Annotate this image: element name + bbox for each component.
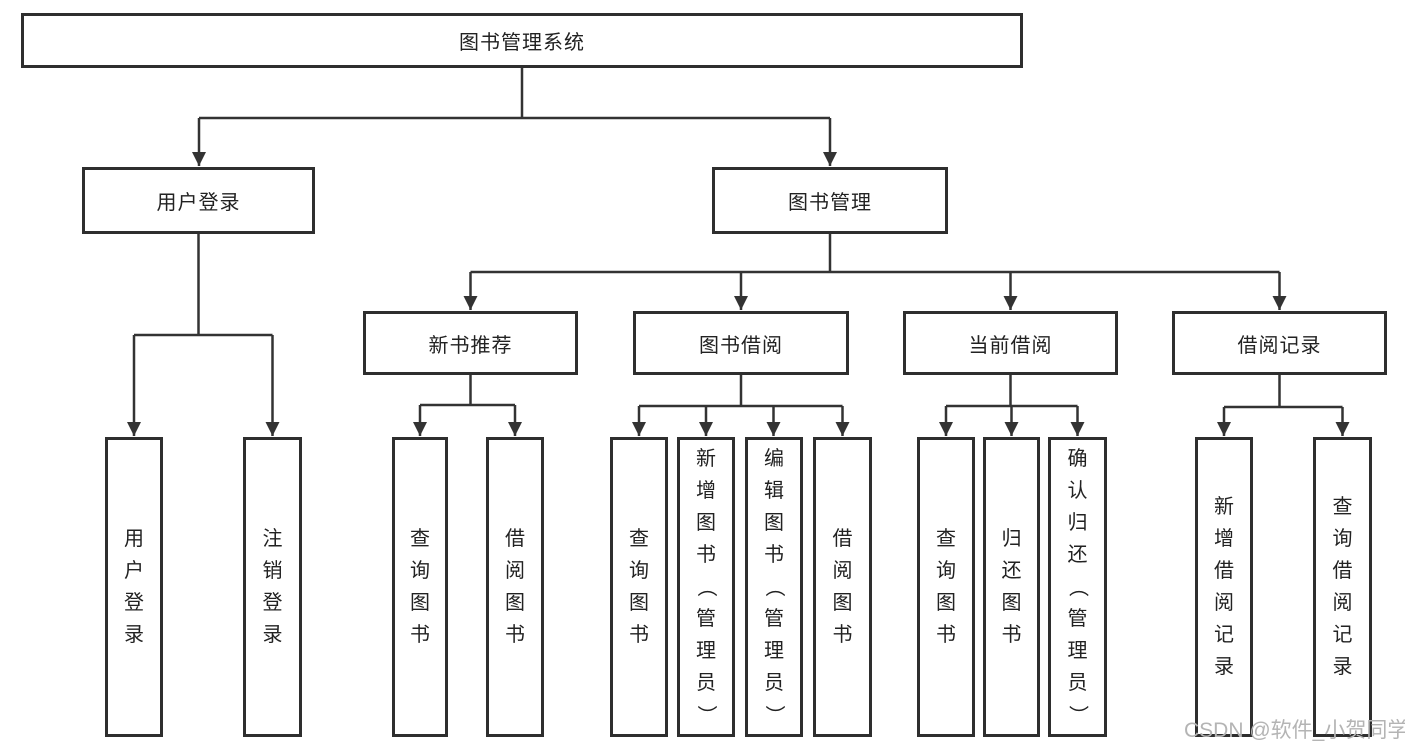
node-new-book-recommendation: 新书推荐 (363, 311, 578, 375)
node-label: 当前借阅 (968, 334, 1053, 357)
node-label: 确认归还（管理员） (1066, 448, 1089, 725)
node-book-management: 图书管理 (712, 167, 948, 234)
node-label: 新增图书（管理员） (695, 448, 717, 725)
node-label: 新增借阅记录 (1214, 496, 1234, 678)
node-br-query-record: 查询借阅记录 (1313, 437, 1372, 737)
node-label: 图书借阅 (699, 334, 783, 357)
node-bb-add-books-admin: 新增图书（管理员） (677, 437, 735, 737)
node-nb-query-books: 查询图书 (392, 437, 448, 737)
node-label: 用户登录 (156, 192, 241, 214)
node-label: 用户登录 (124, 528, 144, 646)
node-cb-confirm-return-admin: 确认归还（管理员） (1048, 437, 1107, 737)
node-nb-borrow-books: 借阅图书 (486, 437, 544, 737)
node-label: 归还图书 (1001, 528, 1022, 646)
node-cb-return-books: 归还图书 (983, 437, 1040, 737)
csdn-watermark: CSDN @软件_小贺同学 (1184, 719, 1405, 742)
node-br-add-record: 新增借阅记录 (1195, 437, 1253, 737)
node-label: 查询图书 (629, 528, 649, 646)
node-label: 借阅记录 (1237, 334, 1322, 357)
node-bb-query-books: 查询图书 (610, 437, 668, 737)
node-library-management-system: 图书管理系统 (21, 13, 1023, 68)
node-label: 查询图书 (410, 528, 430, 646)
node-user-login: 用户登录 (82, 167, 315, 234)
node-book-borrowing: 图书借阅 (633, 311, 849, 375)
node-label: 注销登录 (262, 528, 283, 646)
node-leaf-logout: 注销登录 (243, 437, 302, 737)
node-label: 查询借阅记录 (1332, 496, 1353, 678)
node-label: 新书推荐 (428, 334, 513, 357)
node-label: 图书管理 (788, 192, 872, 214)
node-cb-query-books: 查询图书 (917, 437, 975, 737)
node-bb-edit-books-admin: 编辑图书（管理员） (745, 437, 803, 737)
node-borrowing-records: 借阅记录 (1172, 311, 1387, 375)
node-label: 借阅图书 (832, 528, 853, 646)
node-label: 图书管理系统 (459, 32, 585, 54)
node-current-borrowing: 当前借阅 (903, 311, 1118, 375)
node-bb-borrow-books: 借阅图书 (813, 437, 872, 737)
node-label: 查询图书 (936, 528, 956, 646)
node-label: 借阅图书 (505, 528, 525, 646)
node-leaf-user-login: 用户登录 (105, 437, 163, 737)
node-label: 编辑图书（管理员） (763, 448, 785, 725)
